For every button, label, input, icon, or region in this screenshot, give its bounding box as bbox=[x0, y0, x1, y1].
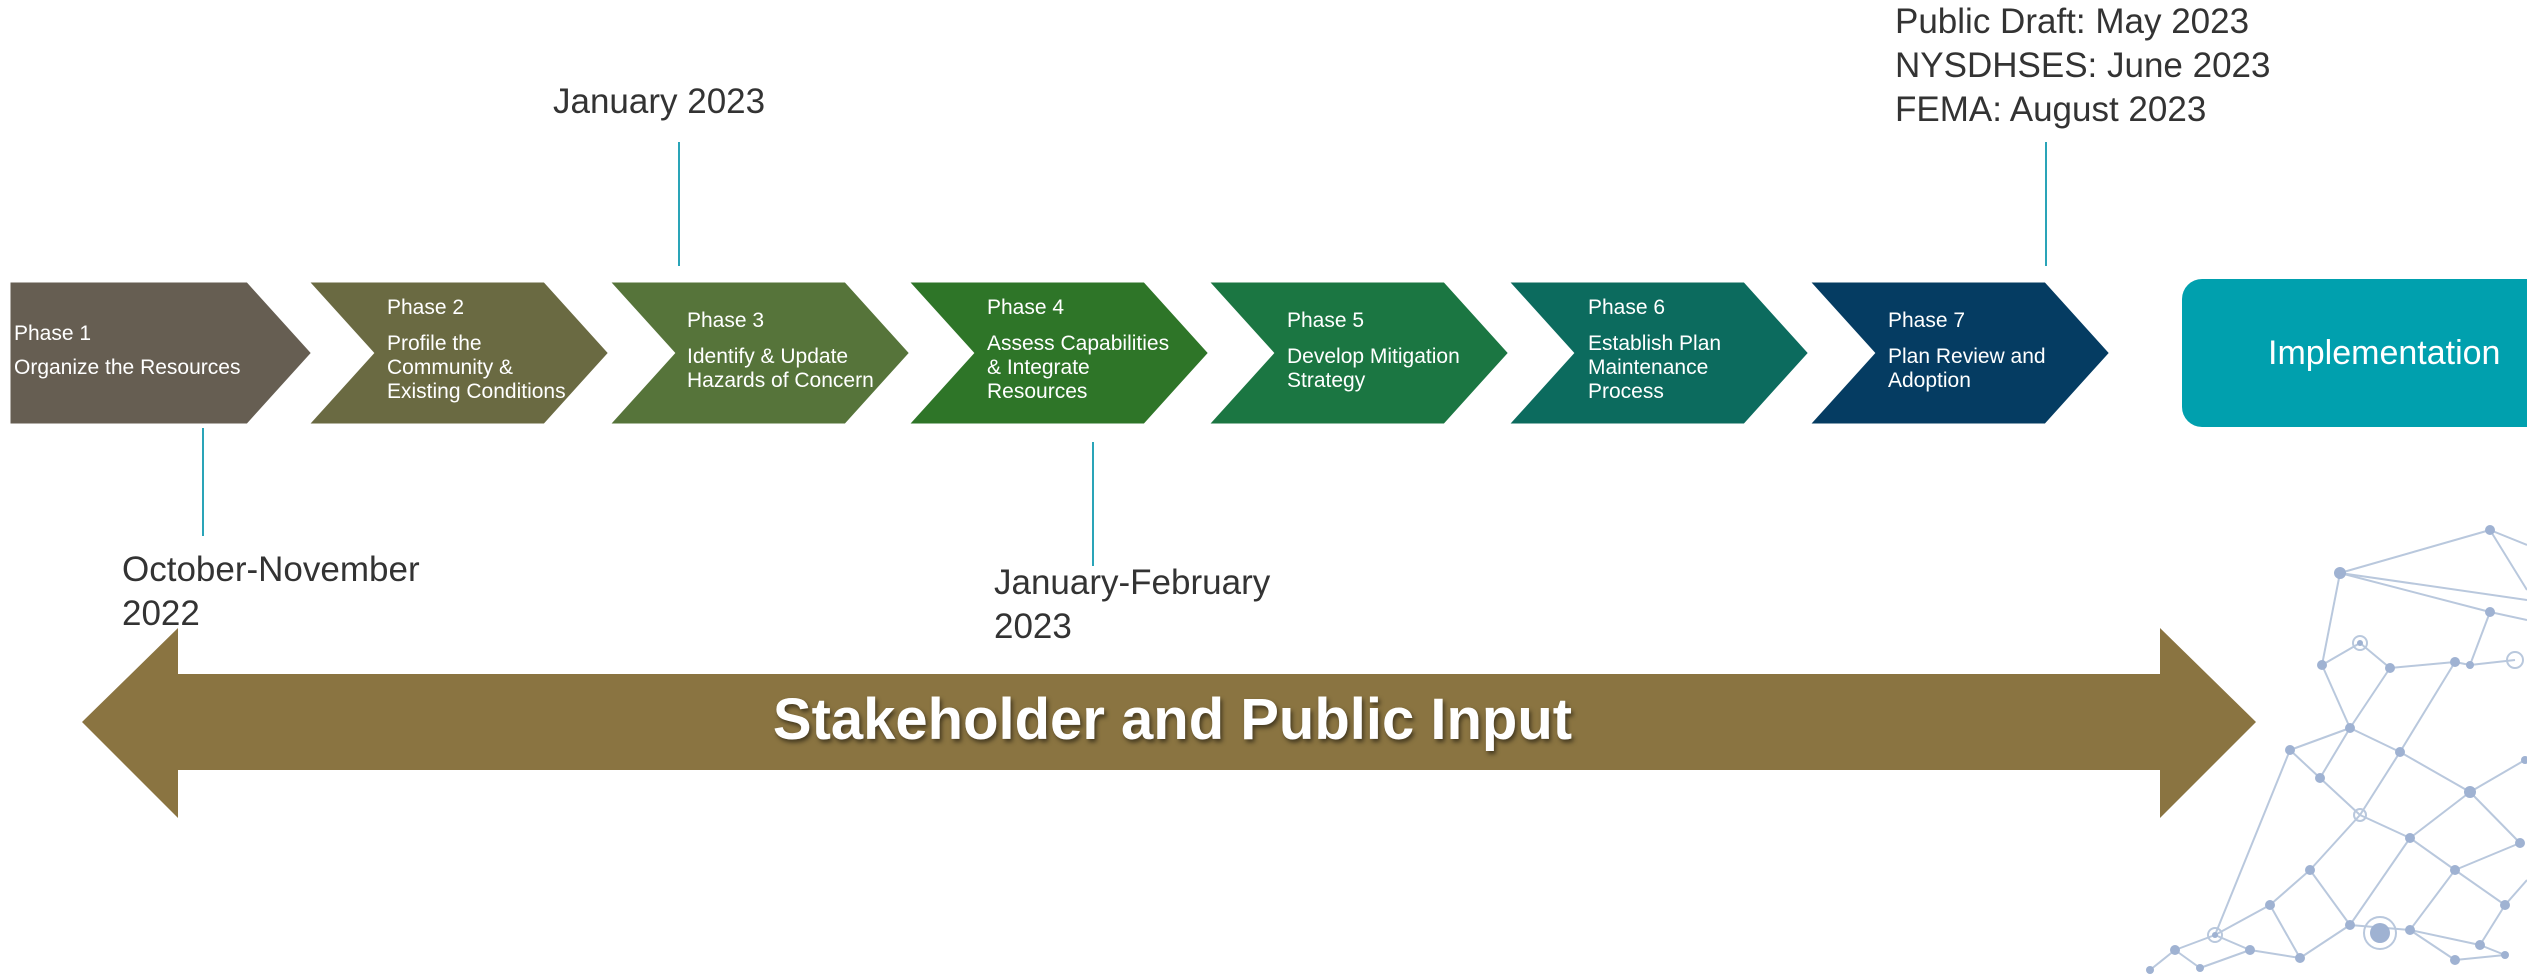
phase-6-chevron bbox=[1499, 277, 1815, 429]
phase-3-text: Phase 3 Identify & Update Hazards of Conc… bbox=[687, 309, 874, 393]
milestone-phase4-date: January-February 2023 bbox=[994, 563, 1271, 646]
phase-2-text: Phase 2 Profile the Community & Existing … bbox=[387, 296, 566, 404]
connector-phase3 bbox=[678, 142, 680, 266]
phase-7-title: Phase 7 bbox=[1888, 309, 1966, 332]
connector-phase7 bbox=[2045, 142, 2047, 266]
phase-4-text: Phase 4 Assess Capabilities & Integrate R… bbox=[987, 296, 1169, 404]
banner-arrow-shape bbox=[82, 628, 2256, 818]
phase-7-chevron bbox=[1800, 277, 2116, 429]
milestone-phase7-date: Public Draft: May 2023 NYSDHSES: June 20… bbox=[1895, 2, 2271, 129]
implementation-box: Implementation bbox=[2182, 279, 2527, 427]
phase-3-chevron bbox=[600, 277, 916, 429]
phase-5-text: Phase 5 Develop Mitigation Strategy bbox=[1287, 309, 1460, 393]
phase-1-description: Organize the Resources bbox=[14, 356, 241, 379]
phase-3-title: Phase 3 bbox=[687, 309, 765, 332]
phase-6-text: Phase 6 Establish Plan Maintenance Proces… bbox=[1588, 296, 1721, 404]
phase-4-description: Assess Capabilities & Integrate Resource… bbox=[987, 332, 1170, 403]
implementation-label: Implementation bbox=[2268, 333, 2501, 372]
stakeholder-input-label: Stakeholder and Public Input bbox=[772, 687, 1573, 752]
phase-6-description: Establish Plan Maintenance Process bbox=[1588, 332, 1722, 403]
phase-2-description: Profile the Community & Existing Conditi… bbox=[387, 332, 566, 403]
milestone-phase1-date: October-November 2022 bbox=[122, 550, 420, 633]
phase-5-description: Develop Mitigation Strategy bbox=[1287, 345, 1460, 392]
phase-7-description: Plan Review and Adoption bbox=[1888, 345, 2046, 392]
phase-5-chevron bbox=[1199, 277, 1515, 429]
connector-phase1 bbox=[202, 428, 204, 536]
phase-2-chevron bbox=[299, 277, 615, 429]
connector-phase4 bbox=[1092, 442, 1094, 566]
phase-1-text: Phase 1 Organize the Resources bbox=[14, 322, 240, 380]
phase-5-title: Phase 5 bbox=[1287, 309, 1365, 332]
phase-6-title: Phase 6 bbox=[1588, 296, 1666, 319]
phase-1-title: Phase 1 bbox=[14, 322, 92, 345]
milestone-phase3-date: January 2023 bbox=[553, 82, 766, 121]
phase-3-description: Identify & Update Hazards of Concern bbox=[687, 345, 874, 392]
phase-2-title: Phase 2 bbox=[387, 296, 465, 319]
phase-4-chevron bbox=[899, 277, 1215, 429]
phase-1-chevron bbox=[5, 277, 318, 429]
phase-7-text: Phase 7 Plan Review and Adoption bbox=[1888, 309, 2046, 393]
phase-4-title: Phase 4 bbox=[987, 296, 1065, 319]
